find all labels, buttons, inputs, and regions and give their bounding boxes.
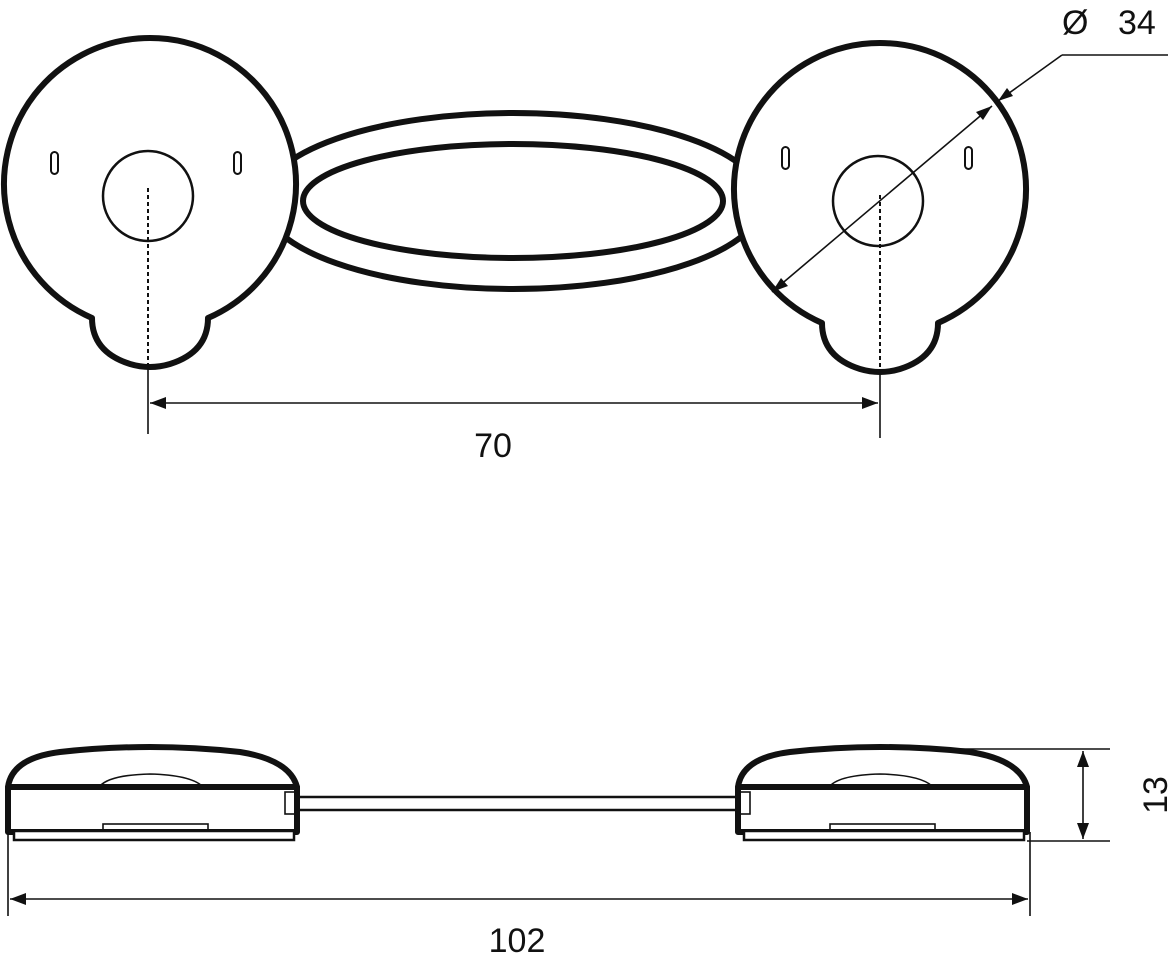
diameter-arrow-upper [976,106,992,120]
right-disc-side [735,744,1030,842]
total-length-label: 102 [489,922,546,958]
side-strap [292,795,742,812]
left-disc [1,35,299,370]
top-view: Ø 34 70 [1,4,1168,465]
diameter-label: 34 [1118,4,1156,42]
center-distance-label: 70 [474,427,512,465]
height-label: 13 [1137,776,1168,814]
total-length-dimension: 102 [7,832,1031,958]
right-disc-slot-left [781,146,790,170]
diameter-dimension: Ø 34 [771,4,1168,293]
side-view: 13 102 [5,744,1168,958]
diameter-symbol: Ø [1062,4,1088,42]
left-disc-slot-right [233,151,242,175]
right-disc [731,40,1029,375]
left-disc-side [5,744,300,842]
height-dimension: 13 [930,748,1168,842]
diameter-arrow-lower [772,278,788,292]
center-distance-dimension: 70 [147,368,881,465]
left-disc-slot-left [50,151,59,175]
right-disc-slot-right [964,146,973,170]
strap-inner-opening [300,141,726,261]
right-disc-hole [831,154,925,248]
